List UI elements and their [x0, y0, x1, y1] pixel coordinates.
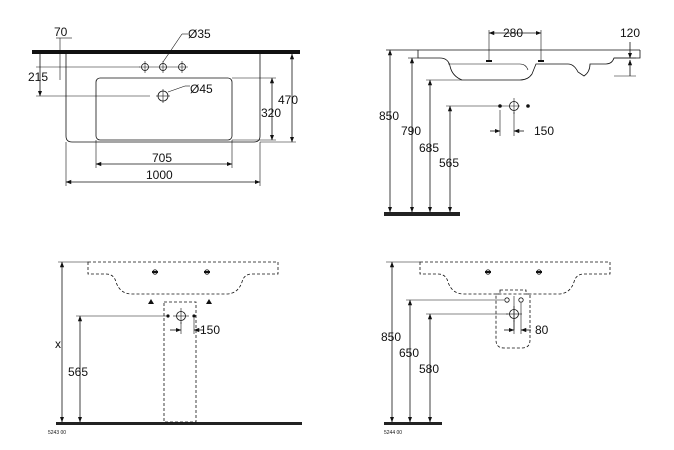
- dim-150-front: 150: [200, 323, 220, 337]
- dim-705: 705: [152, 151, 172, 165]
- dim-120: 120: [620, 26, 640, 40]
- dim-x: x: [55, 337, 61, 351]
- basin-profile: [417, 50, 641, 81]
- dim-580: 580: [419, 362, 439, 376]
- pedestal-column: [163, 301, 197, 423]
- dim-565: 565: [439, 156, 459, 170]
- front-pedestal-view: x 565 150 5243 00: [48, 261, 302, 436]
- dim-850-semi: 850: [381, 330, 401, 344]
- top-view: 70 215 Ø35 Ø45 320 470 705 1000: [28, 25, 300, 186]
- basin-front-outline-right: [419, 261, 611, 295]
- dim-790: 790: [401, 124, 421, 138]
- drawing-code-right: 5244 00: [384, 430, 402, 436]
- dim-650: 650: [399, 346, 419, 360]
- dim-470: 470: [278, 93, 298, 107]
- dim-850: 850: [379, 109, 399, 123]
- side-tap-marks: [486, 60, 544, 62]
- dim-1000: 1000: [146, 168, 173, 182]
- dim-tap-hole-diameter: Ø35: [188, 27, 211, 41]
- tap-holes: [139, 61, 188, 73]
- side-view: 280 120 850 790 685 565 150: [379, 26, 641, 216]
- dim-80: 80: [535, 323, 549, 337]
- floor-line-right: [384, 422, 442, 425]
- semi-pedestal: [495, 289, 531, 349]
- dim-215: 215: [28, 70, 48, 84]
- basin-outline: [65, 54, 261, 143]
- dim-150-side: 150: [534, 124, 554, 138]
- drawing-code-left: 5243 00: [48, 430, 66, 436]
- dim-565-front: 565: [68, 365, 88, 379]
- basin-bowl: [95, 77, 233, 141]
- dim-overflow-diameter: Ø45: [190, 82, 213, 96]
- front-semi-view: 850 650 580 80 5244 00: [381, 261, 611, 436]
- dim-280: 280: [503, 26, 523, 40]
- floor-line: [384, 212, 460, 216]
- dim-320: 320: [261, 106, 281, 120]
- basin-front-outline-left: [87, 261, 279, 295]
- dim-70: 70: [54, 25, 68, 39]
- floor-line-left: [56, 422, 302, 425]
- basin-top-slab: [32, 50, 300, 54]
- dim-685: 685: [419, 141, 439, 155]
